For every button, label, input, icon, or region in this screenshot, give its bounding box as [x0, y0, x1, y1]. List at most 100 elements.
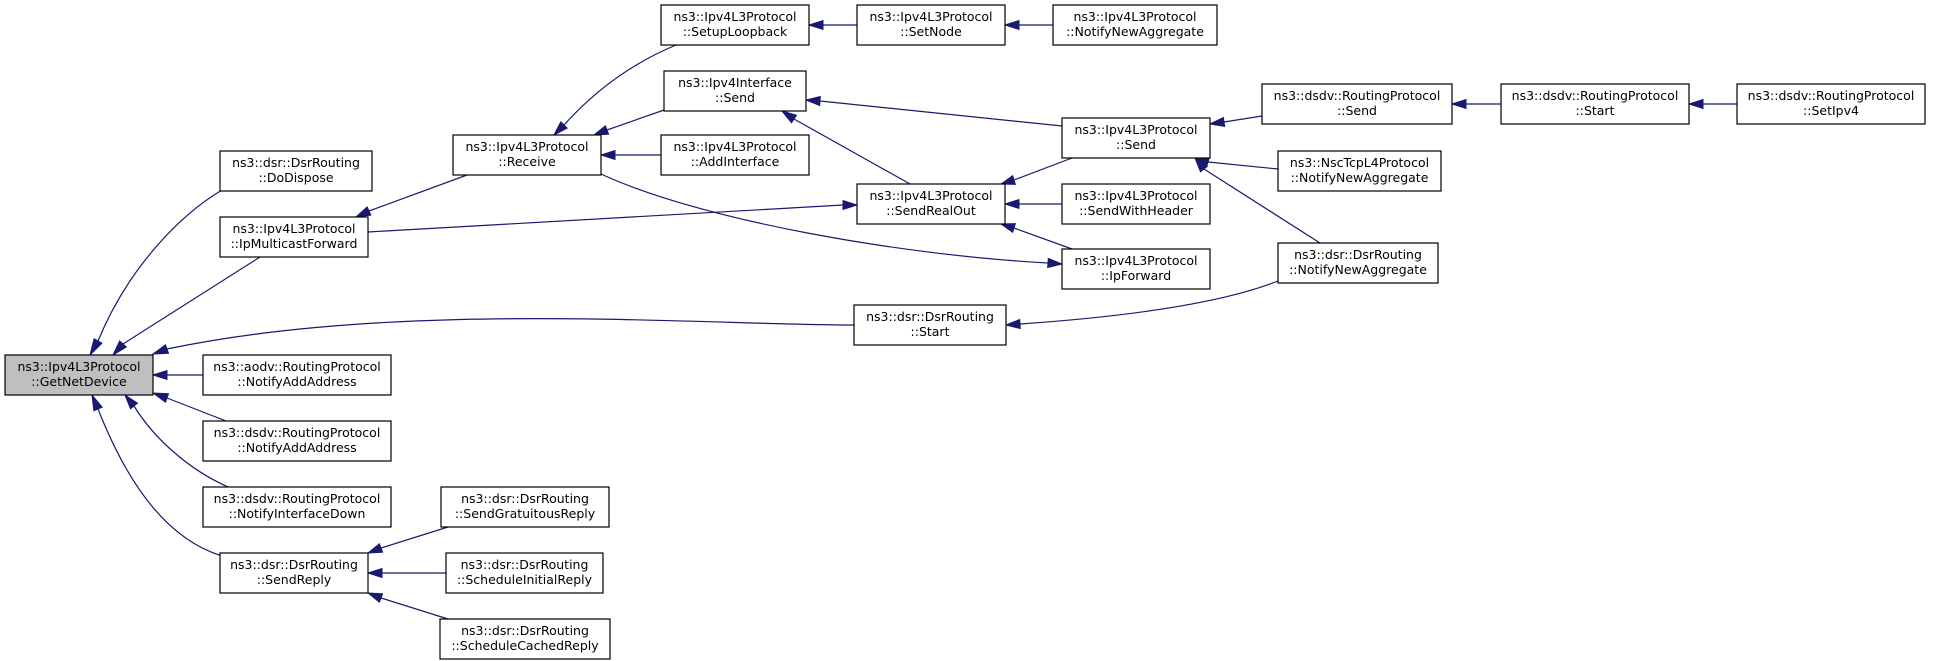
- edge-sendwithheader-to-sendrealout: [1003, 198, 1062, 210]
- edge-sendgratuitousreply-to-dsr-sendreply: [366, 526, 449, 554]
- edge-dsr-notifynewaggregate-to-ipv4-send: [1193, 156, 1321, 244]
- node-box[interactable]: [4, 354, 154, 396]
- arrowhead-icon: [807, 19, 824, 31]
- node-box[interactable]: [1061, 183, 1211, 225]
- node-notifynewaggregate-ipv4[interactable]: ns3::Ipv4L3Protocol::NotifyNewAggregate: [1052, 4, 1218, 46]
- node-ipv4-send[interactable]: ns3::Ipv4L3Protocol::Send: [1061, 117, 1211, 159]
- node-dsdv-start[interactable]: ns3::dsdv::RoutingProtocol::Start: [1500, 83, 1690, 125]
- node-box[interactable]: [1277, 150, 1442, 192]
- node-box[interactable]: [660, 134, 810, 176]
- node-label: ::SetIpv4: [1803, 103, 1859, 118]
- node-box[interactable]: [219, 216, 369, 258]
- node-box[interactable]: [202, 420, 392, 462]
- node-box[interactable]: [663, 70, 807, 112]
- node-label: ::SetupLoopback: [683, 24, 788, 39]
- node-ipforward[interactable]: ns3::Ipv4L3Protocol::IpForward: [1061, 248, 1211, 290]
- node-label: ::NotifyNewAggregate: [1291, 170, 1429, 185]
- node-box[interactable]: [853, 304, 1007, 346]
- arrowhead-icon: [111, 340, 128, 357]
- node-dsr-notifynewaggregate[interactable]: ns3::dsr::DsrRouting::NotifyNewAggregate: [1277, 242, 1439, 284]
- node-box[interactable]: [1061, 248, 1211, 290]
- arrowhead-icon: [1193, 156, 1209, 173]
- node-box[interactable]: [439, 618, 611, 660]
- edge-line: [367, 204, 844, 233]
- node-box[interactable]: [856, 183, 1006, 225]
- node-box[interactable]: [440, 486, 610, 528]
- node-label: ::GetNetDevice: [31, 374, 127, 389]
- node-label: ns3::Ipv4L3Protocol: [232, 221, 355, 236]
- node-box[interactable]: [660, 4, 810, 46]
- node-label: ::NotifyInterfaceDown: [229, 506, 366, 521]
- edge-ipv4-send-to-sendrealout: [999, 157, 1073, 185]
- node-label: ns3::aodv::RoutingProtocol: [213, 359, 381, 374]
- node-box[interactable]: [202, 354, 392, 396]
- node-scheduleinitialreply[interactable]: ns3::dsr::DsrRouting::ScheduleInitialRep…: [445, 552, 604, 594]
- node-label: ns3::dsr::DsrRouting: [1294, 247, 1422, 262]
- node-box[interactable]: [1277, 242, 1439, 284]
- edge-line: [380, 526, 449, 549]
- edge-sendrealout-to-ipv4interface-send: [780, 110, 911, 185]
- node-box[interactable]: [1736, 83, 1926, 125]
- edge-line: [97, 189, 223, 342]
- edge-dsdv-start-to-dsdv-send: [1450, 98, 1501, 110]
- node-receive[interactable]: ns3::Ipv4L3Protocol::Receive: [452, 134, 602, 176]
- node-dsr-sendreply[interactable]: ns3::dsr::DsrRouting::SendReply: [219, 552, 369, 594]
- node-sendgratuitousreply[interactable]: ns3::dsr::DsrRouting::SendGratuitousRepl…: [440, 486, 610, 528]
- node-box[interactable]: [856, 4, 1006, 46]
- node-box[interactable]: [219, 150, 373, 192]
- node-label: ::NotifyNewAggregate: [1066, 24, 1204, 39]
- arrowhead-icon: [552, 120, 569, 137]
- edge-receive-to-ipforward: [600, 173, 1064, 269]
- node-box[interactable]: [1052, 4, 1218, 46]
- node-ipmulticastforward[interactable]: ns3::Ipv4L3Protocol::IpMulticastForward: [219, 216, 369, 258]
- edge-dsdv-notifyinterfacedown-to-getnetdevice: [123, 393, 229, 488]
- node-dsr-dodispose[interactable]: ns3::dsr::DsrRouting::DoDispose: [219, 150, 373, 192]
- node-label: ::SetNode: [900, 24, 962, 39]
- node-dsdv-notifyaddaddress[interactable]: ns3::dsdv::RoutingProtocol::NotifyAddAdd…: [202, 420, 392, 462]
- node-sendwithheader[interactable]: ns3::Ipv4L3Protocol::SendWithHeader: [1061, 183, 1211, 225]
- node-nsctcp-notifynewaggregate[interactable]: ns3::NscTcpL4Protocol::NotifyNewAggregat…: [1277, 150, 1442, 192]
- node-box[interactable]: [445, 552, 604, 594]
- node-setuploopback[interactable]: ns3::Ipv4L3Protocol::SetupLoopback: [660, 4, 810, 46]
- node-box[interactable]: [452, 134, 602, 176]
- node-dsdv-send[interactable]: ns3::dsdv::RoutingProtocol::Send: [1261, 83, 1453, 125]
- node-label: ::NotifyAddAddress: [237, 374, 356, 389]
- node-dsdv-setipv4[interactable]: ns3::dsdv::RoutingProtocol::SetIpv4: [1736, 83, 1926, 125]
- arrowhead-icon: [1047, 257, 1064, 269]
- node-getnetdevice[interactable]: ns3::Ipv4L3Protocol::GetNetDevice: [4, 354, 154, 396]
- node-label: ::Send: [1337, 103, 1377, 118]
- node-addinterface[interactable]: ns3::Ipv4L3Protocol::AddInterface: [660, 134, 810, 176]
- node-sendrealout[interactable]: ns3::Ipv4L3Protocol::SendRealOut: [856, 183, 1006, 225]
- node-box[interactable]: [1500, 83, 1690, 125]
- node-dsdv-notifyinterfacedown[interactable]: ns3::dsdv::RoutingProtocol::NotifyInterf…: [202, 486, 392, 528]
- edge-ipv4-send-to-ipv4interface-send: [804, 95, 1063, 127]
- node-label: ::SendWithHeader: [1079, 203, 1194, 218]
- node-label: ns3::dsdv::RoutingProtocol: [214, 425, 381, 440]
- node-label: ns3::dsr::DsrRouting: [461, 491, 589, 506]
- node-label: ns3::Ipv4L3Protocol: [1073, 9, 1196, 24]
- node-box[interactable]: [1061, 117, 1211, 159]
- edge-setnode-to-setuploopback: [807, 19, 857, 31]
- node-label: ns3::Ipv4L3Protocol: [465, 139, 588, 154]
- node-label: ns3::Ipv4L3Protocol: [673, 139, 796, 154]
- edge-line: [1207, 161, 1279, 170]
- node-ipv4interface-send[interactable]: ns3::Ipv4Interface::Send: [663, 70, 807, 112]
- edge-scheduleinitialreply-to-dsr-sendreply: [366, 567, 446, 579]
- edge-notifynewaggregate-ipv4-to-setnode: [1003, 19, 1053, 31]
- arrowhead-icon: [366, 592, 384, 604]
- arrowhead-icon: [123, 393, 139, 410]
- arrowhead-icon: [151, 392, 170, 404]
- node-box[interactable]: [219, 552, 369, 594]
- node-schedulecachedreply[interactable]: ns3::dsr::DsrRouting::ScheduleCachedRepl…: [439, 618, 611, 660]
- node-box[interactable]: [202, 486, 392, 528]
- node-label: ::SendReply: [257, 572, 332, 587]
- node-setnode[interactable]: ns3::Ipv4L3Protocol::SetNode: [856, 4, 1006, 46]
- node-dsr-start[interactable]: ns3::dsr::DsrRouting::Start: [853, 304, 1007, 346]
- node-box[interactable]: [1261, 83, 1453, 125]
- edge-dsr-notifynewaggregate-to-dsr-start: [1004, 280, 1279, 330]
- node-label: ns3::Ipv4L3Protocol: [17, 359, 140, 374]
- node-aodv-notifyaddaddress[interactable]: ns3::aodv::RoutingProtocol::NotifyAddAdd…: [202, 354, 392, 396]
- edge-line: [1223, 115, 1263, 123]
- node-label: ns3::Ipv4L3Protocol: [673, 9, 796, 24]
